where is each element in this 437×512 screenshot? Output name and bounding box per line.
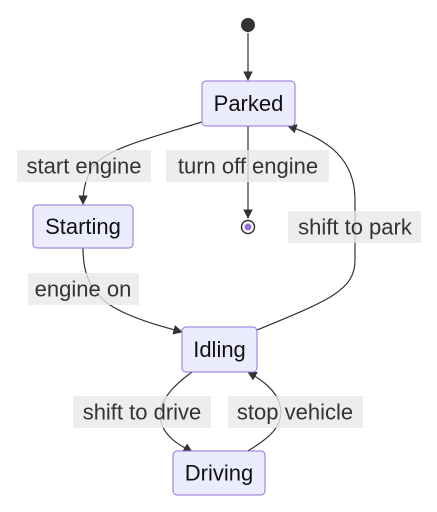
state-idling-label: Idling [193, 337, 246, 362]
state-idling: Idling [181, 326, 258, 373]
edge-label-stop-vehicle: stop vehicle [228, 396, 363, 428]
label-shift-to-drive: shift to drive [83, 400, 202, 425]
label-engine-on: engine on [35, 277, 132, 302]
edge-label-turn-off-engine: turn off engine [166, 150, 329, 182]
edge-label-shift-to-park: shift to park [288, 211, 421, 243]
edge-idling-to-parked [256, 124, 356, 331]
edge-label-start-engine: start engine [17, 150, 151, 182]
state-driving-label: Driving [185, 461, 253, 486]
start-state-dot [241, 18, 255, 32]
label-stop-vehicle: stop vehicle [237, 400, 353, 425]
state-parked-label: Parked [214, 91, 284, 116]
edge-label-engine-on: engine on [28, 273, 139, 305]
state-starting-label: Starting [45, 214, 121, 239]
state-starting: Starting [32, 204, 134, 249]
label-turn-off-engine: turn off engine [178, 154, 318, 179]
label-start-engine: start engine [27, 154, 142, 179]
label-shift-to-park: shift to park [298, 215, 413, 240]
state-driving: Driving [172, 450, 266, 496]
edge-label-shift-to-drive: shift to drive [73, 396, 211, 428]
end-state-inner [244, 223, 252, 231]
state-parked: Parked [201, 80, 296, 127]
